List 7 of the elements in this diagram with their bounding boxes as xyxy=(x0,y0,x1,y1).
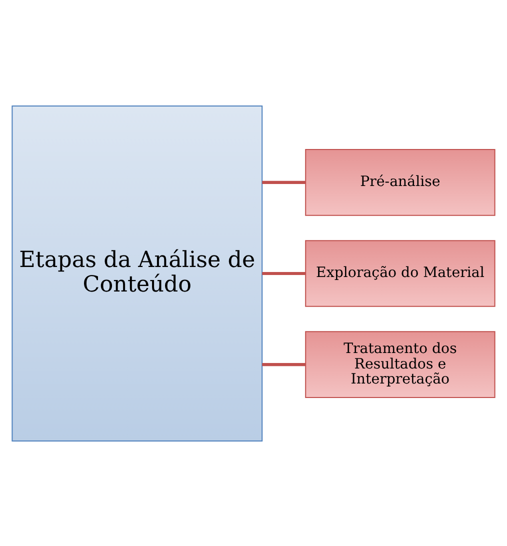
node-box: Etapas da Análise de Conteúdo xyxy=(12,105,263,441)
node-box: Pré-análise xyxy=(305,148,496,216)
connector xyxy=(262,180,306,184)
connector xyxy=(262,362,306,366)
node-box: Exploração do Material xyxy=(305,240,496,306)
connector xyxy=(262,271,306,275)
node-box: Tratamento dos Resultados e Interpretação xyxy=(305,330,496,398)
